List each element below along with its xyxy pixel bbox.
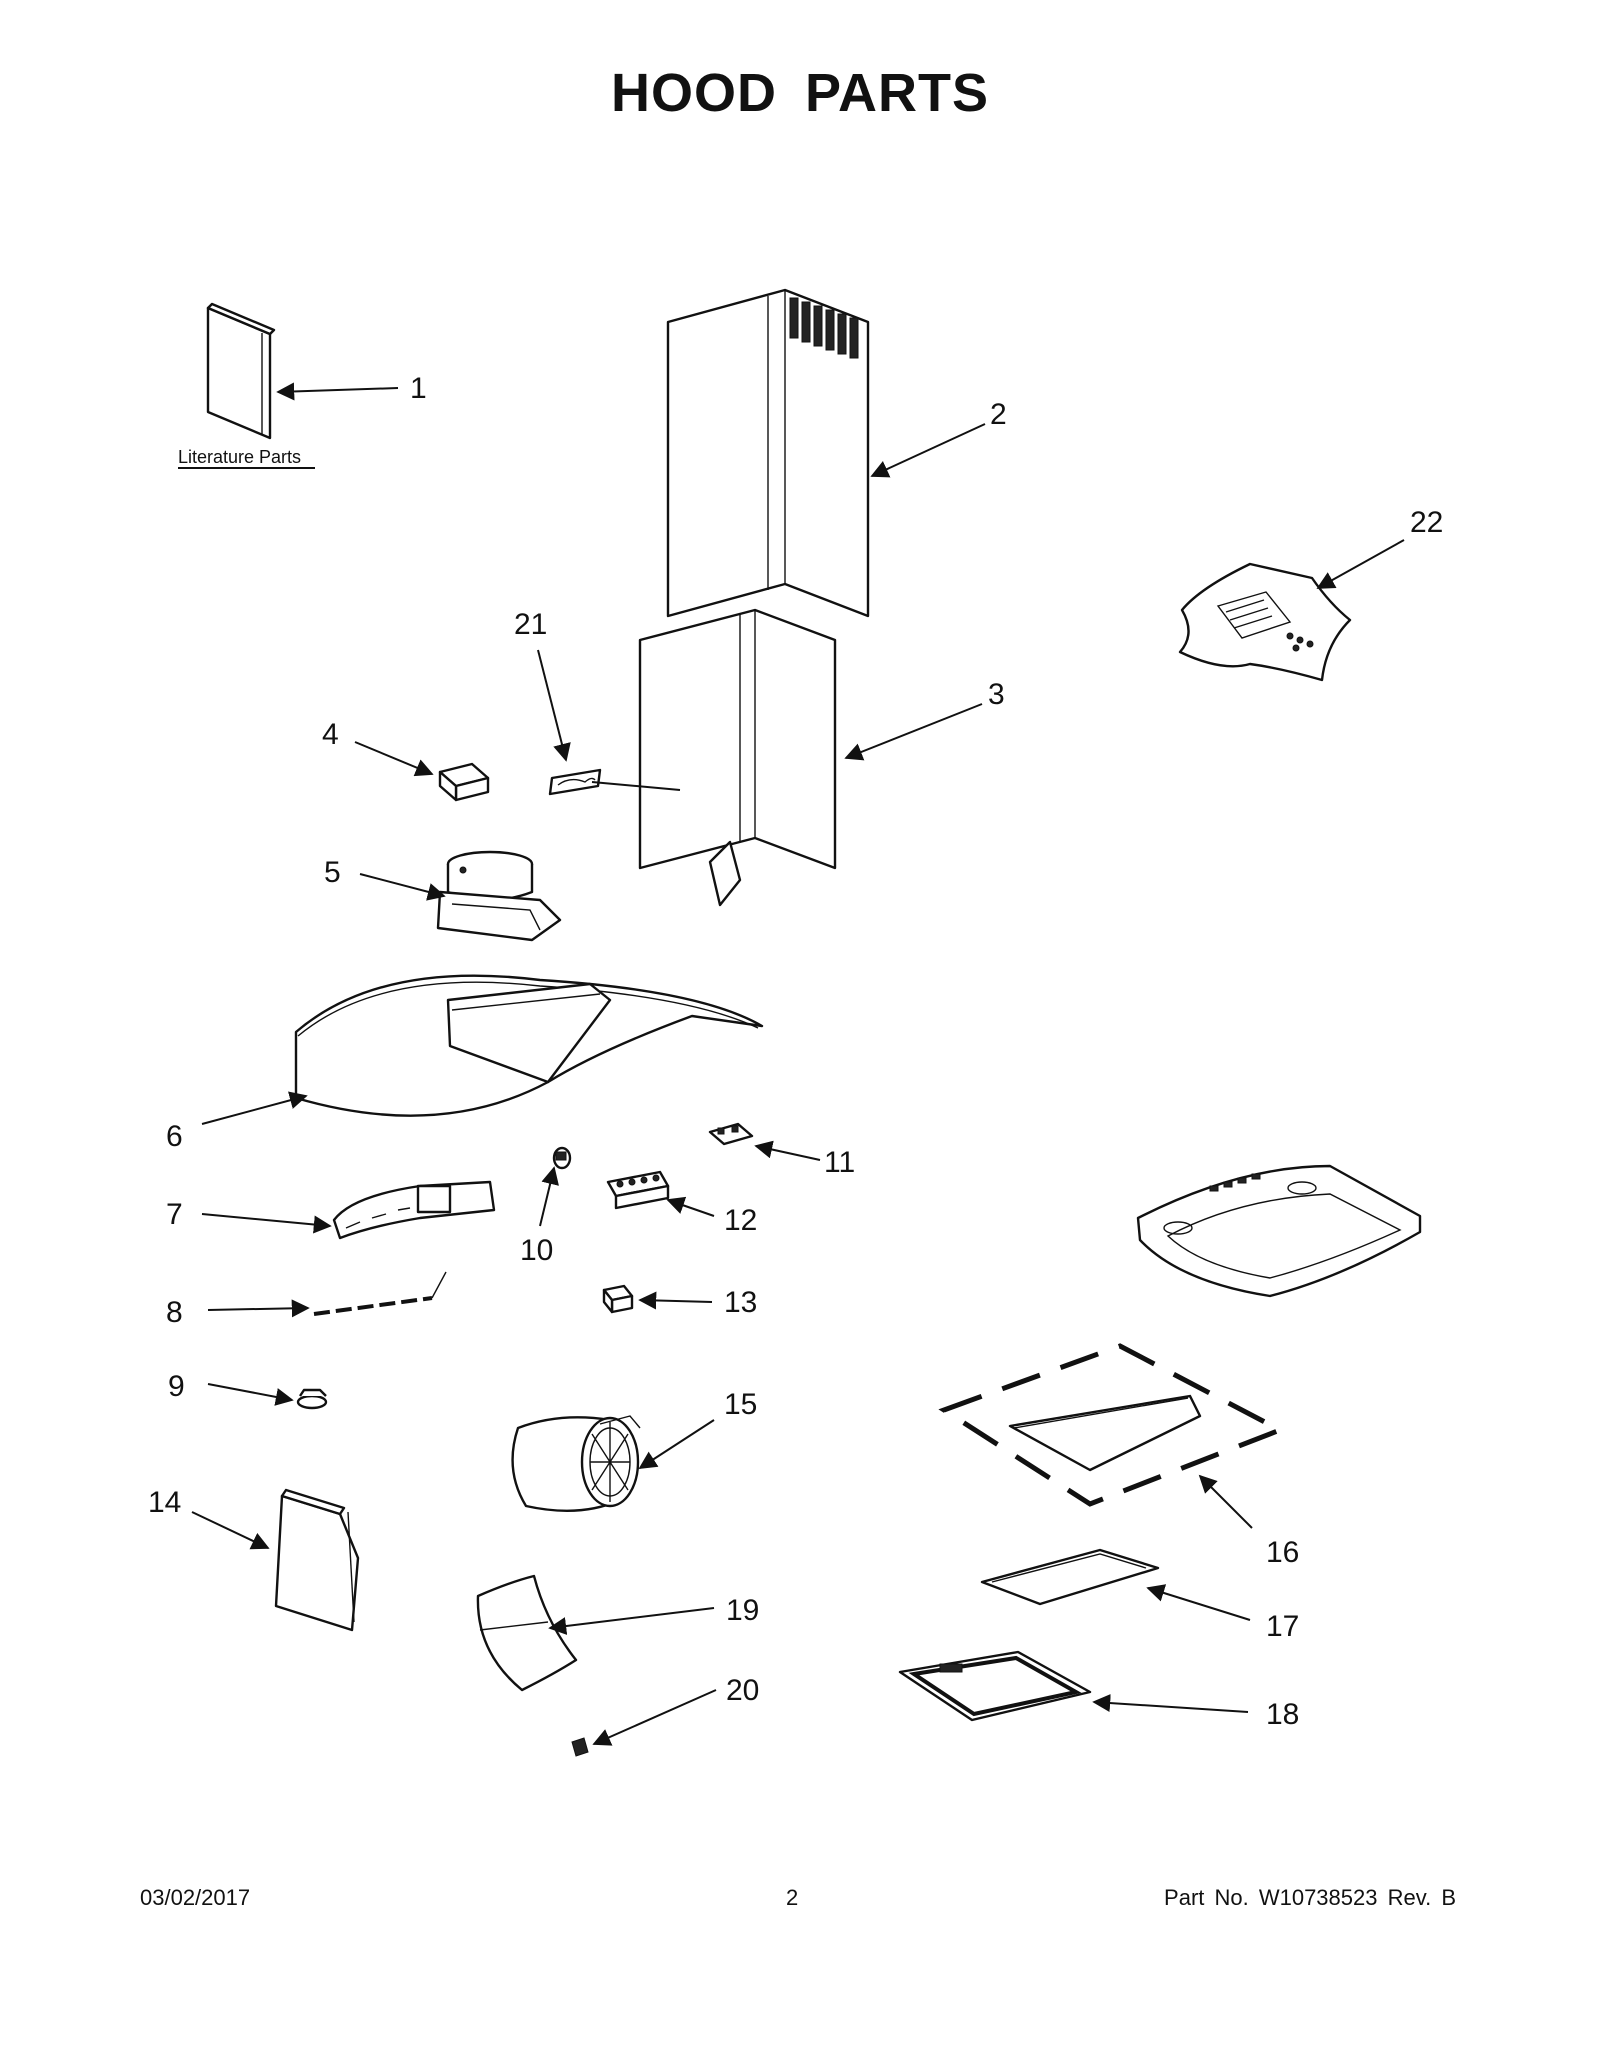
hood-assembly-illustration	[1136, 1164, 1422, 1298]
part-connector[interactable]	[552, 1146, 572, 1170]
part-flat-filter[interactable]	[980, 1548, 1160, 1606]
callout-19: 19	[726, 1594, 759, 1627]
part-control-housing[interactable]	[332, 1180, 496, 1240]
vent-slots	[789, 297, 859, 359]
footer-date: 03/02/2017	[140, 1885, 251, 1910]
callout-15: 15	[724, 1388, 757, 1421]
callout-labels: 1 2 3 4 5 6 7 8 9 10 11 12 13 14 15 16 1…	[148, 372, 1443, 1731]
part-glass-canopy[interactable]	[294, 974, 764, 1117]
literature-parts-label: Literature Parts	[178, 447, 301, 467]
callout-2: 2	[990, 398, 1007, 431]
callout-18: 18	[1266, 1698, 1299, 1731]
part-screw[interactable]	[571, 1737, 589, 1757]
part-filter-panel[interactable]	[274, 1488, 360, 1632]
callout-17: 17	[1266, 1610, 1299, 1643]
callout-10: 10	[520, 1234, 553, 1267]
part-use-care-guide[interactable]	[1178, 562, 1352, 682]
leader-arrows	[191, 382, 1405, 1746]
callout-12: 12	[724, 1204, 757, 1237]
callout-5: 5	[324, 856, 341, 889]
page-title: HOOD PARTS	[610, 63, 989, 123]
part-baffle-filter-assembly[interactable]	[938, 1343, 1287, 1507]
callout-21: 21	[514, 608, 547, 641]
callout-3: 3	[988, 678, 1005, 711]
part-literature-booklet[interactable]	[206, 302, 276, 440]
footer-page-number: 2	[786, 1885, 799, 1910]
callout-6: 6	[166, 1120, 183, 1153]
callout-22: 22	[1410, 506, 1443, 539]
callout-7: 7	[166, 1198, 183, 1231]
part-grease-filter[interactable]	[898, 1650, 1092, 1722]
part-bracket[interactable]	[438, 762, 490, 802]
part-curved-cover[interactable]	[476, 1574, 578, 1692]
callout-8: 8	[166, 1296, 183, 1329]
callout-4: 4	[322, 718, 339, 751]
callout-20: 20	[726, 1674, 759, 1707]
part-nut[interactable]	[296, 1388, 328, 1410]
callout-1: 1	[410, 372, 427, 405]
footer-part-number: Part No. W10738523 Rev. B	[1164, 1885, 1456, 1910]
part-blower[interactable]	[511, 1415, 641, 1512]
part-light-module[interactable]	[602, 1284, 634, 1314]
callout-11: 11	[824, 1146, 855, 1179]
callout-9: 9	[168, 1370, 185, 1403]
part-upper-chimney[interactable]	[666, 288, 870, 618]
part-wire-harness[interactable]	[313, 1271, 447, 1316]
part-switch-block[interactable]	[606, 1170, 670, 1210]
callout-14: 14	[148, 1486, 181, 1519]
logo-leader-line	[591, 781, 681, 791]
part-control-board[interactable]	[708, 1122, 754, 1146]
part-damper-housing[interactable]	[436, 850, 562, 942]
callout-13: 13	[724, 1286, 757, 1319]
part-logo-badge[interactable]	[548, 768, 602, 796]
callout-16: 16	[1266, 1536, 1299, 1569]
part-lower-chimney[interactable]	[638, 608, 837, 907]
